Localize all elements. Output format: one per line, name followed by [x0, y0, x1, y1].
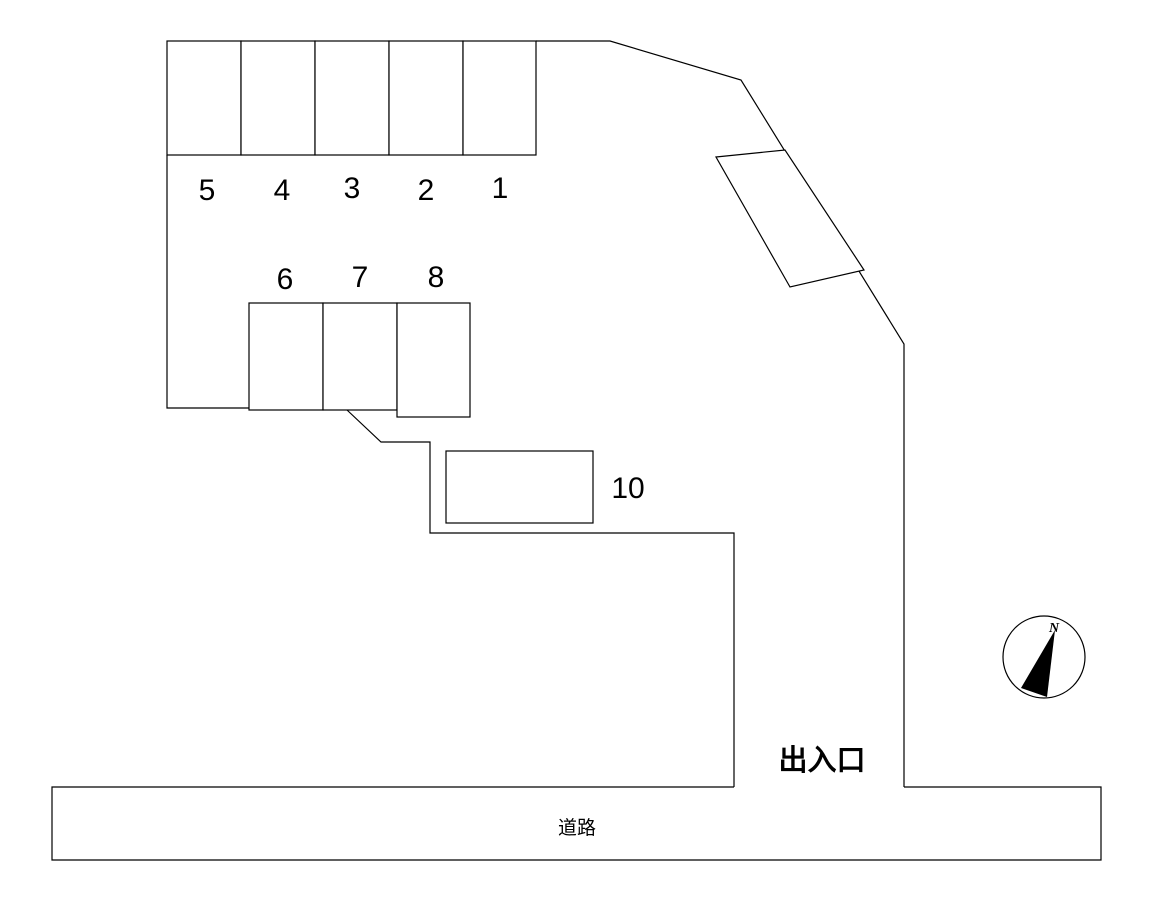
compass-north-label: N: [1048, 621, 1060, 636]
parking-space-angled: [715, 149, 865, 288]
parking-space-2: [388, 40, 464, 156]
lot-boundary-inner: [346, 409, 735, 787]
space-number-1: 1: [492, 172, 509, 205]
space-number-5: 5: [199, 174, 216, 207]
parking-space-1: [462, 40, 537, 156]
lot-boundary-left: [166, 155, 249, 409]
space-number-8: 8: [428, 261, 445, 294]
parking-space-7: [322, 302, 398, 411]
space-number-10: 10: [611, 472, 644, 505]
space-number-3: 3: [344, 172, 361, 205]
space-number-7: 7: [352, 261, 369, 294]
parking-space-4: [240, 40, 316, 156]
parking-space-8: [396, 302, 471, 418]
lot-boundary: [536, 40, 905, 787]
space-number-4: 4: [274, 174, 291, 207]
compass-icon: N: [1002, 615, 1086, 699]
parking-space-3: [314, 40, 390, 156]
road-outline: [51, 786, 1102, 861]
parking-space-10: [445, 450, 594, 524]
parking-space-5: [166, 40, 242, 156]
road-label: 道路: [558, 817, 596, 839]
space-number-6: 6: [277, 263, 294, 296]
entrance-label: 出入口: [778, 743, 865, 777]
parking-space-6: [248, 302, 324, 411]
space-number-2: 2: [418, 174, 435, 207]
